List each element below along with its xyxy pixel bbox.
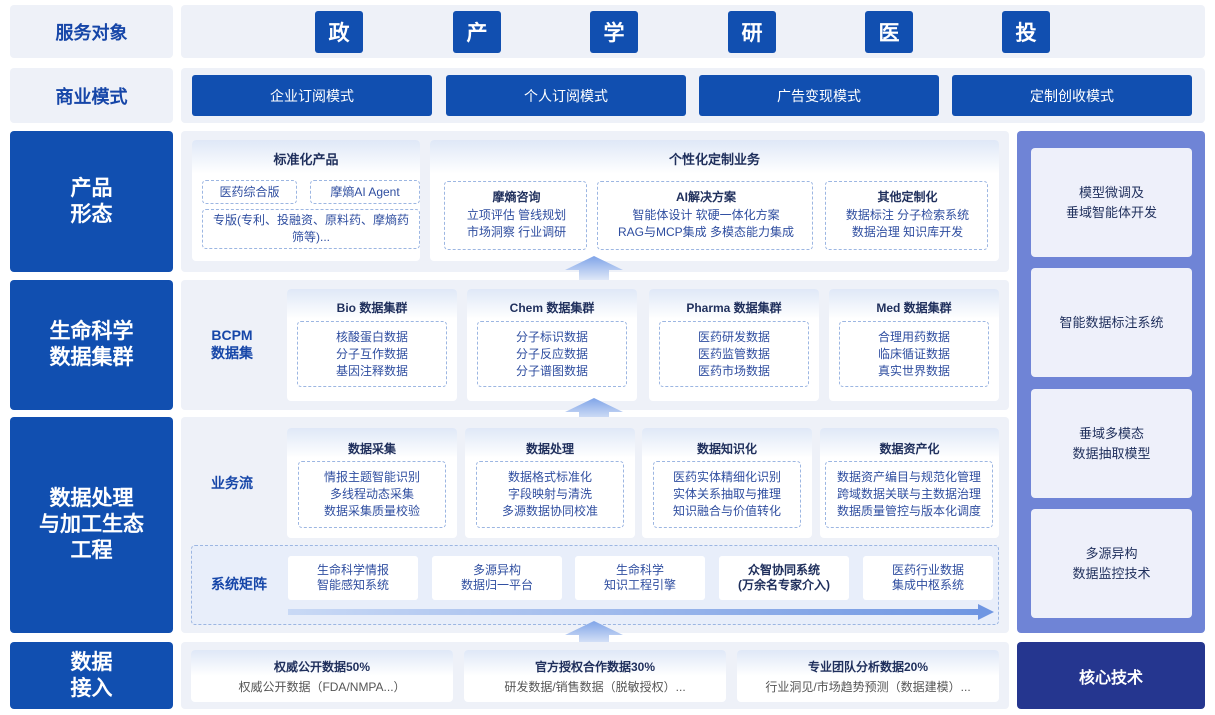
audience-industry: 产 [453,11,501,53]
audience-investment: 投 [1002,11,1050,53]
pharma-cluster-card: Pharma 数据集群 医药研发数据 医药监管数据 医药市场数据 [649,289,819,401]
standard-product-card: 标准化产品 医药综合版 摩熵AI Agent 专版(专利、投融资、原料药、摩熵药… [192,140,420,261]
other-custom-title: 其他定制化 [877,189,938,204]
tag-pharma-comprehensive: 医药综合版 [202,180,297,204]
med-cluster-card: Med 数据集群 合理用药数据 临床循证数据 真实世界数据 [829,289,999,401]
flow-collection-card: 数据采集 情报主题智能识别 多线程动态采集 数据采集质量校验 [287,428,457,538]
bio-cluster-card: Bio 数据集群 核酸蛋白数据 分子互作数据 基因注释数据 [287,289,457,401]
system-matrix-label: 系统矩阵 [211,576,267,592]
audience-row: 政 产 学 研 医 投 [181,5,1205,58]
consulting-items: 立项评估 管线规划 市场洞察 行业调研 [466,208,567,239]
chem-cluster-title: Chem 数据集群 [509,300,595,315]
med-cluster-items: 合理用药数据 临床循证数据 真实世界数据 [839,321,989,387]
system-matrix: 系统矩阵 生命科学情报 智能感知系统 多源异构 数据归一平台 生命科学 知识工程… [191,545,999,625]
custom-business-card: 个性化定制业务 摩熵咨询 立项评估 管线规划 市场洞察 行业调研 AI解决方案 … [430,140,999,261]
flow-knowledge-title: 数据知识化 [696,441,757,456]
tech-smart-annotation: 智能数据标注系统 [1031,268,1192,377]
product-panel: 标准化产品 医药综合版 摩熵AI Agent 专版(专利、投融资、原料药、摩熵药… [181,131,1009,272]
ingest-panel: 权威公开数据50% 权威公开数据（FDA/NMPA...） 官方授权合作数据30… [181,642,1009,709]
ai-solution-title: AI解决方案 [675,189,736,204]
ingest-authorized-title: 官方授权合作数据30% [534,659,656,674]
audience-academia: 学 [590,11,638,53]
ingest-analysis-title: 专业团队分析数据20% [807,659,929,674]
flow-asset-card: 数据资产化 数据资产编目与规范化管理 跨域数据关联与主数据治理 数据质量管控与版… [820,428,999,538]
flow-asset-items: 数据资产编目与规范化管理 跨域数据关联与主数据治理 数据质量管控与版本化调度 [825,461,993,528]
pharma-cluster-title: Pharma 数据集群 [686,300,782,315]
audience-gov: 政 [315,11,363,53]
cluster-panel: BCPM 数据集 Bio 数据集群 核酸蛋白数据 分子互作数据 基因注释数据 C… [181,280,1009,410]
flow-processing-items: 数据格式标准化 字段映射与清洗 多源数据协同校准 [476,461,624,528]
ingest-public-text: 权威公开数据（FDA/NMPA...） [238,679,406,694]
system-industry-hub: 医药行业数据 集成中枢系统 [863,556,993,600]
bio-cluster-items: 核酸蛋白数据 分子互作数据 基因注释数据 [297,321,447,387]
system-data-unification: 多源异构 数据归一平台 [432,556,562,600]
other-custom-group: 其他定制化 数据标注 分子检索系统 数据治理 知识库开发 [825,181,988,250]
arrow-up-icon [565,398,623,422]
system-intel-perception: 生命科学情报 智能感知系统 [288,556,418,600]
flow-knowledge-items: 医药实体精细化识别 实体关系抽取与推理 知识融合与价值转化 [653,461,801,528]
flow-asset-title: 数据资产化 [879,441,940,456]
audience-row-label: 服务对象 [10,5,173,58]
ai-solution-group: AI解决方案 智能体设计 软硬一体化方案 RAG与MCP集成 多模态能力集成 [597,181,813,250]
flow-processing-card: 数据处理 数据格式标准化 字段映射与清洗 多源数据协同校准 [465,428,635,538]
tag-ai-agent: 摩熵AI Agent [310,180,420,204]
system-knowledge-engine: 生命科学 知识工程引擎 [575,556,705,600]
ingest-analysis-text: 行业洞见/市场趋势预测（数据建模）... [765,679,971,694]
pharma-cluster-items: 医药研发数据 医药监管数据 医药市场数据 [659,321,809,387]
bcpm-label: BCPM 数据集 [211,327,253,361]
flow-collection-items: 情报主题智能识别 多线程动态采集 数据采集质量校验 [298,461,446,528]
business-model-enterprise: 企业订阅模式 [192,75,432,116]
arrow-up-icon [565,621,623,645]
consulting-title: 摩熵咨询 [492,189,541,204]
audience-research: 研 [728,11,776,53]
business-row-label: 商业模式 [10,68,173,123]
core-tech-label: 核心技术 [1017,642,1205,709]
ingest-row-label: 数据 接入 [10,642,173,709]
processing-row-label: 数据处理 与加工生态 工程 [10,417,173,633]
system-expert-collab: 众智协同系统 (万余名专家介入) [719,556,849,600]
flow-knowledge-card: 数据知识化 医药实体精细化识别 实体关系抽取与推理 知识融合与价值转化 [642,428,812,538]
tech-data-monitoring: 多源异构 数据监控技术 [1031,509,1192,618]
chem-cluster-card: Chem 数据集群 分子标识数据 分子反应数据 分子谱图数据 [467,289,637,401]
other-custom-items: 数据标注 分子检索系统 数据治理 知识库开发 [845,208,970,239]
business-model-personal: 个人订阅模式 [446,75,686,116]
tech-model-finetune: 模型微调及 垂域智能体开发 [1031,148,1192,257]
processing-panel: 业务流 数据采集 情报主题智能识别 多线程动态采集 数据采集质量校验 数据处理 … [181,417,1009,633]
tech-multimodal-extraction: 垂域多模态 数据抽取模型 [1031,389,1192,498]
cluster-row-label: 生命科学 数据集群 [10,280,173,410]
business-model-custom: 定制创收模式 [952,75,1192,116]
audience-medical: 医 [865,11,913,53]
bio-cluster-title: Bio 数据集群 [336,300,408,315]
ingest-public-title: 权威公开数据50% [273,659,371,674]
ai-solution-items: 智能体设计 软硬一体化方案 RAG与MCP集成 多模态能力集成 [617,208,794,239]
product-row-label: 产品 形态 [10,131,173,272]
custom-business-title: 个性化定制业务 [668,151,760,167]
ingest-authorized-text: 研发数据/销售数据（脱敏授权）... [504,679,686,694]
standard-product-title: 标准化产品 [273,151,339,167]
arrow-right-icon [288,604,994,620]
special-editions: 专版(专利、投融资、原料药、摩熵药 筛等)... [202,209,420,249]
flow-processing-title: 数据处理 [525,441,574,456]
med-cluster-title: Med 数据集群 [876,300,952,315]
business-model-advertising: 广告变现模式 [699,75,939,116]
arrow-up-icon [565,256,623,280]
business-flow-label: 业务流 [211,475,253,491]
ingest-public-card: 权威公开数据50% 权威公开数据（FDA/NMPA...） [191,650,453,702]
ingest-authorized-card: 官方授权合作数据30% 研发数据/销售数据（脱敏授权）... [464,650,726,702]
business-row: 企业订阅模式 个人订阅模式 广告变现模式 定制创收模式 [181,68,1205,123]
ingest-analysis-card: 专业团队分析数据20% 行业洞见/市场趋势预测（数据建模）... [737,650,999,702]
consulting-group: 摩熵咨询 立项评估 管线规划 市场洞察 行业调研 [444,181,587,250]
chem-cluster-items: 分子标识数据 分子反应数据 分子谱图数据 [477,321,627,387]
core-tech-panel: 模型微调及 垂域智能体开发 智能数据标注系统 垂域多模态 数据抽取模型 多源异构… [1017,131,1205,633]
flow-collection-title: 数据采集 [347,441,396,456]
